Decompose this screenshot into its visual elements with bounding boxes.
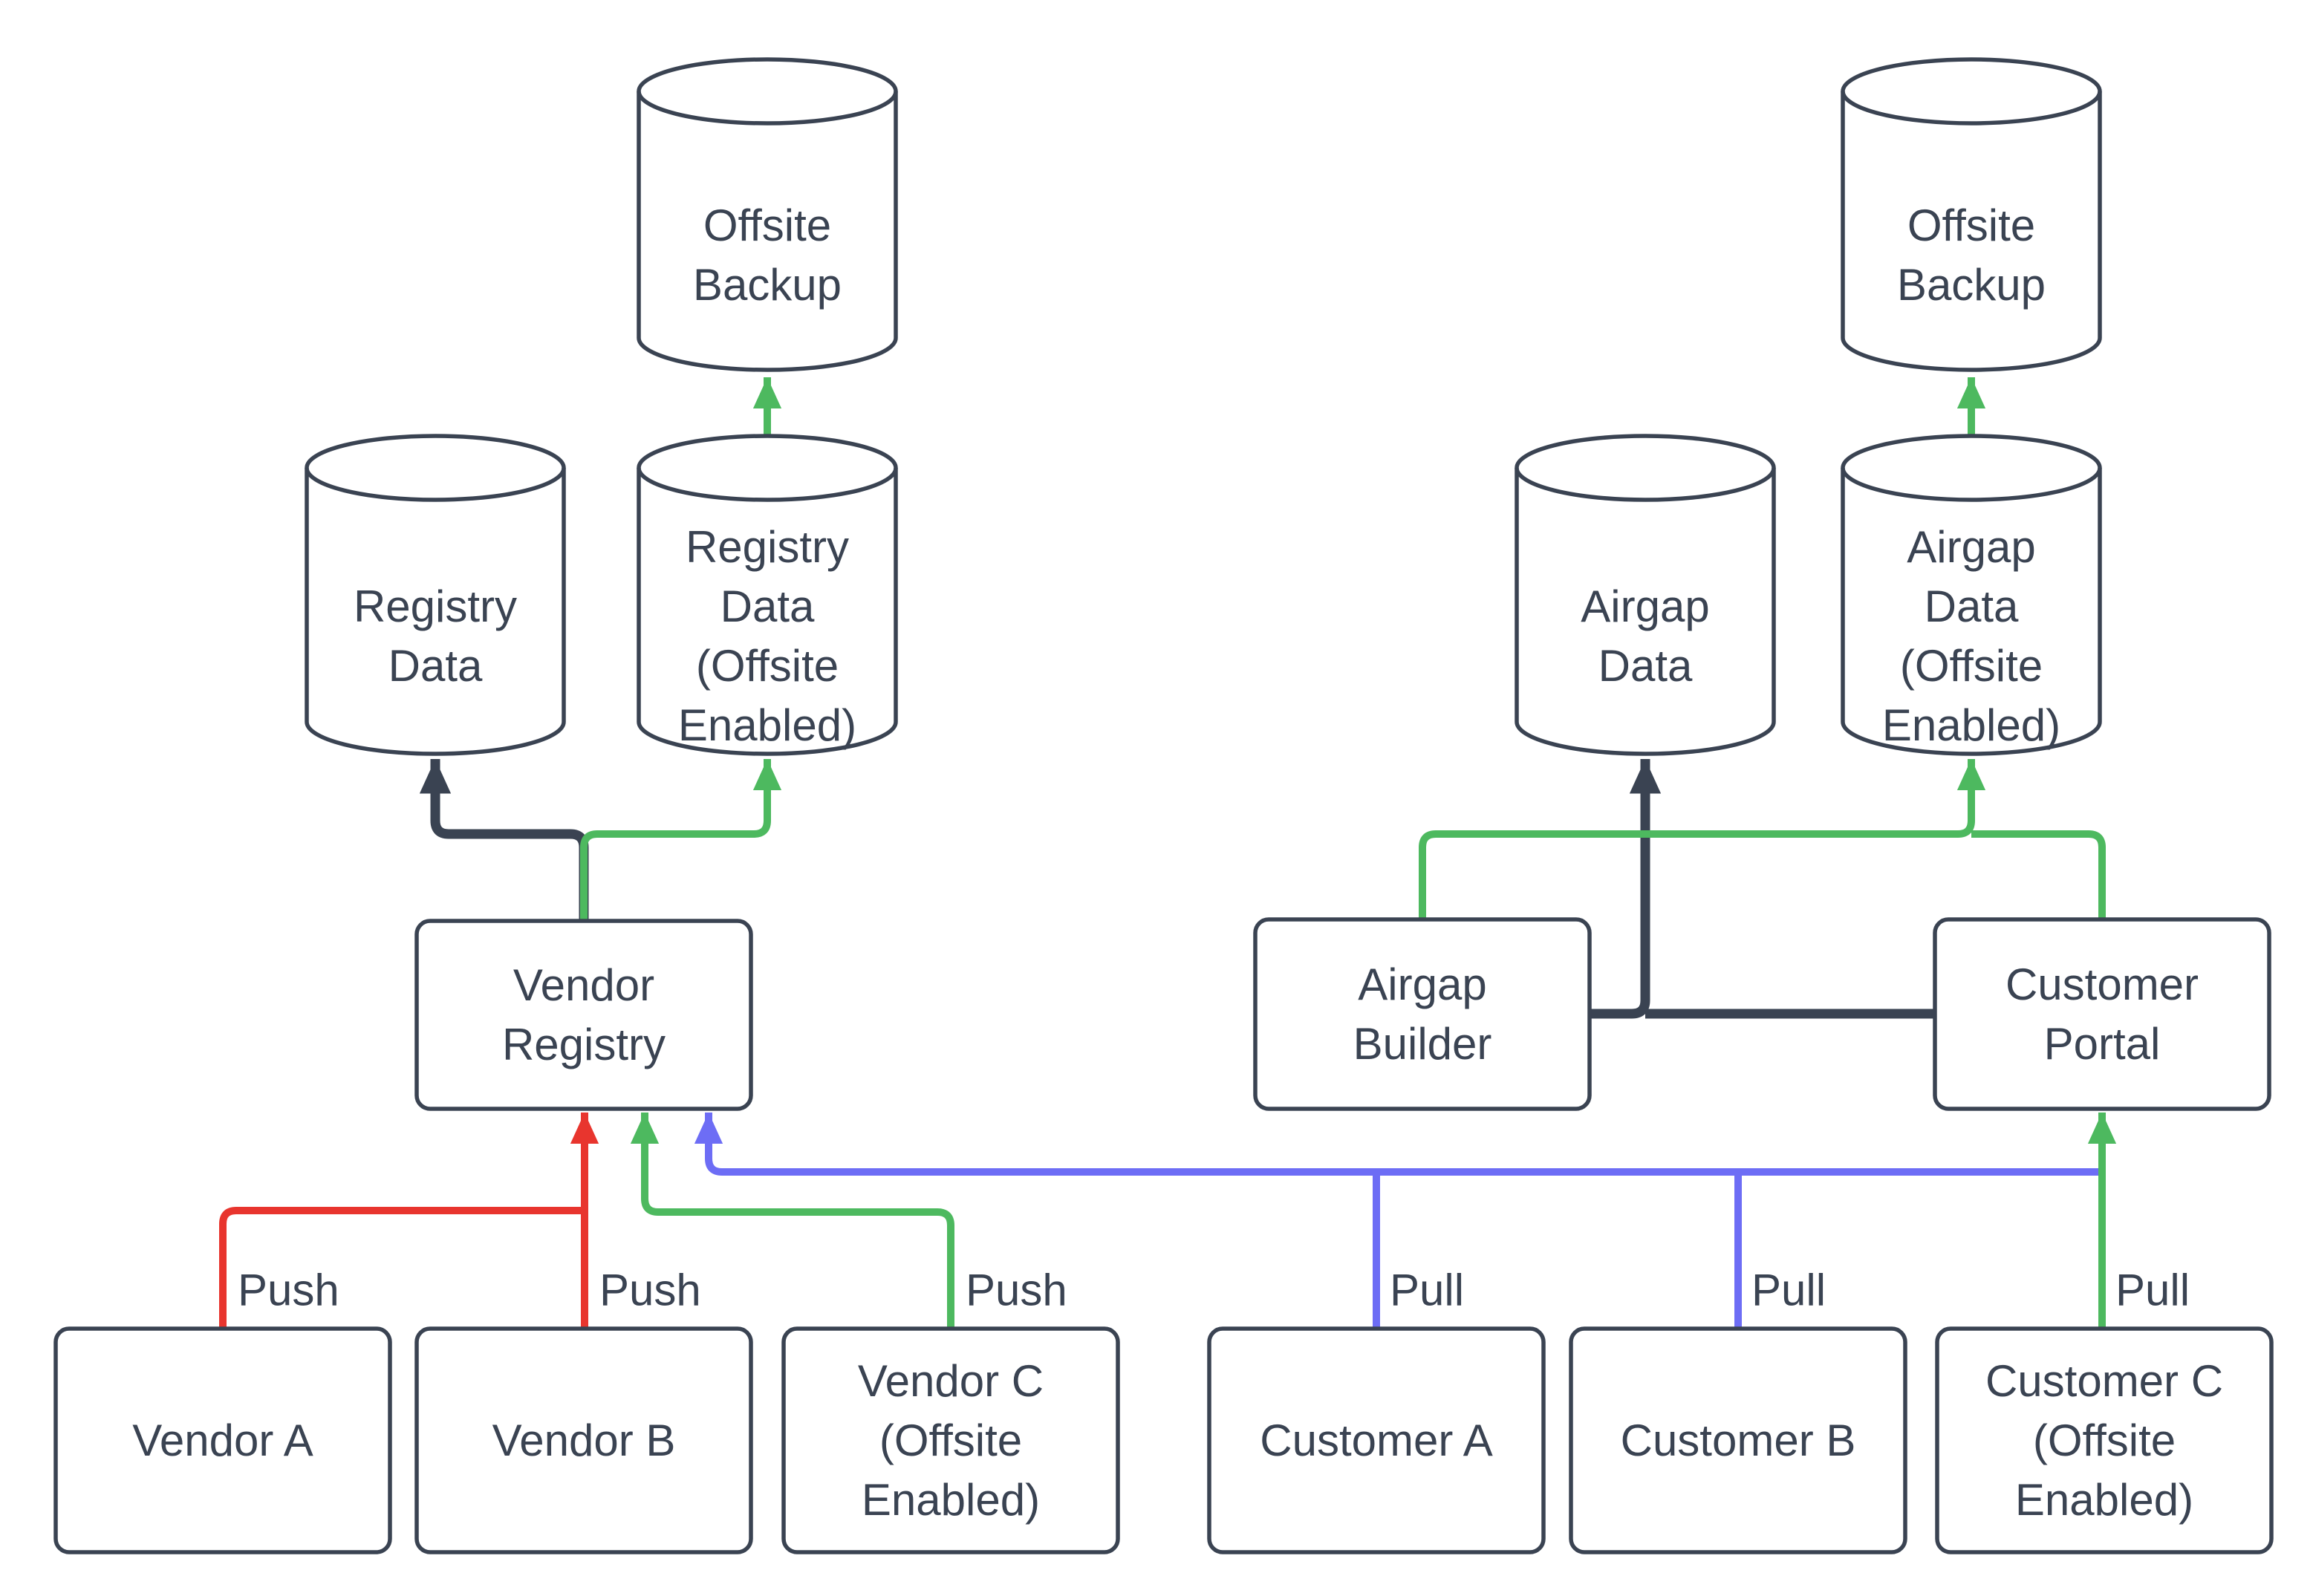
registry-data-label-line: Registry [354,582,517,631]
offsite-backup-left-label-line: Offsite [703,201,831,250]
node-vendor-b: Vendor B [414,1326,753,1554]
offsite-backup-left-rim [637,91,898,126]
edge-label-customer-c-pull: Pull [2115,1266,2190,1315]
customer-a-label-line: Customer A [1260,1416,1492,1465]
airgap-data-label-line: Data [1598,641,1693,691]
airgap-builder-label-line: Builder [1353,1019,1492,1069]
registry-data-offsite-label-line: Registry [686,522,849,572]
offsite-backup-right-label-line: Backup [1897,260,2046,310]
offsite-backup-left-label-line: Backup [693,260,842,310]
edge-customer-portal-to-airgap-data-offsite [1971,830,2106,919]
customer-a-shape [1207,1326,1546,1554]
airgap-data-offsite-rim [1841,467,2102,502]
customer-b-shape [1569,1326,1907,1554]
edge-airgap-builder-to-airgap-data-offsite [1419,759,1986,919]
edge-vendor-a-push [219,1207,585,1329]
registry-data-offsite-label-line: (Offsite [696,641,839,691]
airgap-data-offsite-label-line: (Offsite [1900,641,2043,691]
registry-data-label-line: Data [388,641,483,691]
edge-vendor-registry-to-registry-data-offsite [580,759,782,921]
customer-portal-shape [1933,917,2271,1111]
offsite-backup-right-rim [1841,91,2102,126]
vendor-registry-label-line: Registry [502,1020,666,1069]
vendor-b-shape [414,1326,753,1554]
airgap-data-shape [1515,434,1776,756]
vendor-b-label-line: Vendor B [492,1416,676,1465]
customer-c-shape [1935,1326,2274,1554]
edge-vendor-c-push [630,1113,954,1329]
customer-c-label-line: (Offsite [2033,1416,2176,1465]
airgap-builder-label-line: Airgap [1358,960,1486,1009]
vendor-a-shape [53,1326,392,1554]
vendor-c-label-line: Enabled) [862,1475,1040,1525]
vendor-registry-label-line: Vendor [513,960,654,1010]
airgap-data-offsite-label-line: Enabled) [1882,700,2060,750]
edge-label-customer-a-pull: Pull [1390,1266,1464,1315]
airgap-data-offsite-shape [1841,434,2102,756]
registry-data-offsite-rim [637,467,898,502]
registry-data-offsite-label-line: Data [720,582,815,631]
offsite-backup-right-label-line: Offsite [1907,201,2035,250]
vendor-c-label-line: (Offsite [879,1416,1022,1465]
vendor-c-label-line: Vendor C [858,1356,1044,1406]
vendor-c-shape [781,1326,1120,1554]
edge-vendor-registry-to-registry-data [419,759,589,921]
customer-portal-label-line: Portal [2044,1019,2161,1069]
vendor-a-label-line: Vendor A [132,1416,313,1465]
edge-label-vendor-a-push: Push [238,1266,339,1315]
edge-label-vendor-b-push: Push [599,1266,701,1315]
edge-airgap-builder-to-airgap-data [1590,759,1662,1019]
airgap-data-rim [1515,467,1776,502]
registry-data-offsite-shape [637,434,898,756]
airgap-data-offsite-label-line: Data [1925,582,2019,631]
customer-b-label-line: Customer B [1621,1416,1856,1465]
registry-data-rim [305,467,566,502]
customer-c-label-line: Enabled) [2015,1475,2193,1525]
edge-label-customer-b-pull: Pull [1751,1266,1826,1315]
edge-label-vendor-c-push: Push [966,1266,1067,1315]
airgap-data-label-line: Airgap [1581,582,1709,631]
airgap-data-offsite-label-line: Airgap [1907,522,2035,572]
node-customer-a: Customer A [1207,1326,1546,1554]
customer-portal-label-line: Customer [2005,960,2199,1009]
node-customer-b: Customer B [1569,1326,1907,1554]
airgap-builder-shape [1253,917,1592,1111]
offsite-backup-right-shape [1841,57,2102,372]
vendor-registry-shape [414,919,753,1111]
node-vendor-a: Vendor A [53,1326,392,1554]
customer-c-label-line: Customer C [1985,1356,2223,1406]
registry-data-offsite-label-line: Enabled) [678,700,856,750]
edge-customers-to-vendor-registry [694,1113,2104,1176]
registry-data-shape [305,434,566,756]
offsite-backup-left-shape [637,57,898,372]
